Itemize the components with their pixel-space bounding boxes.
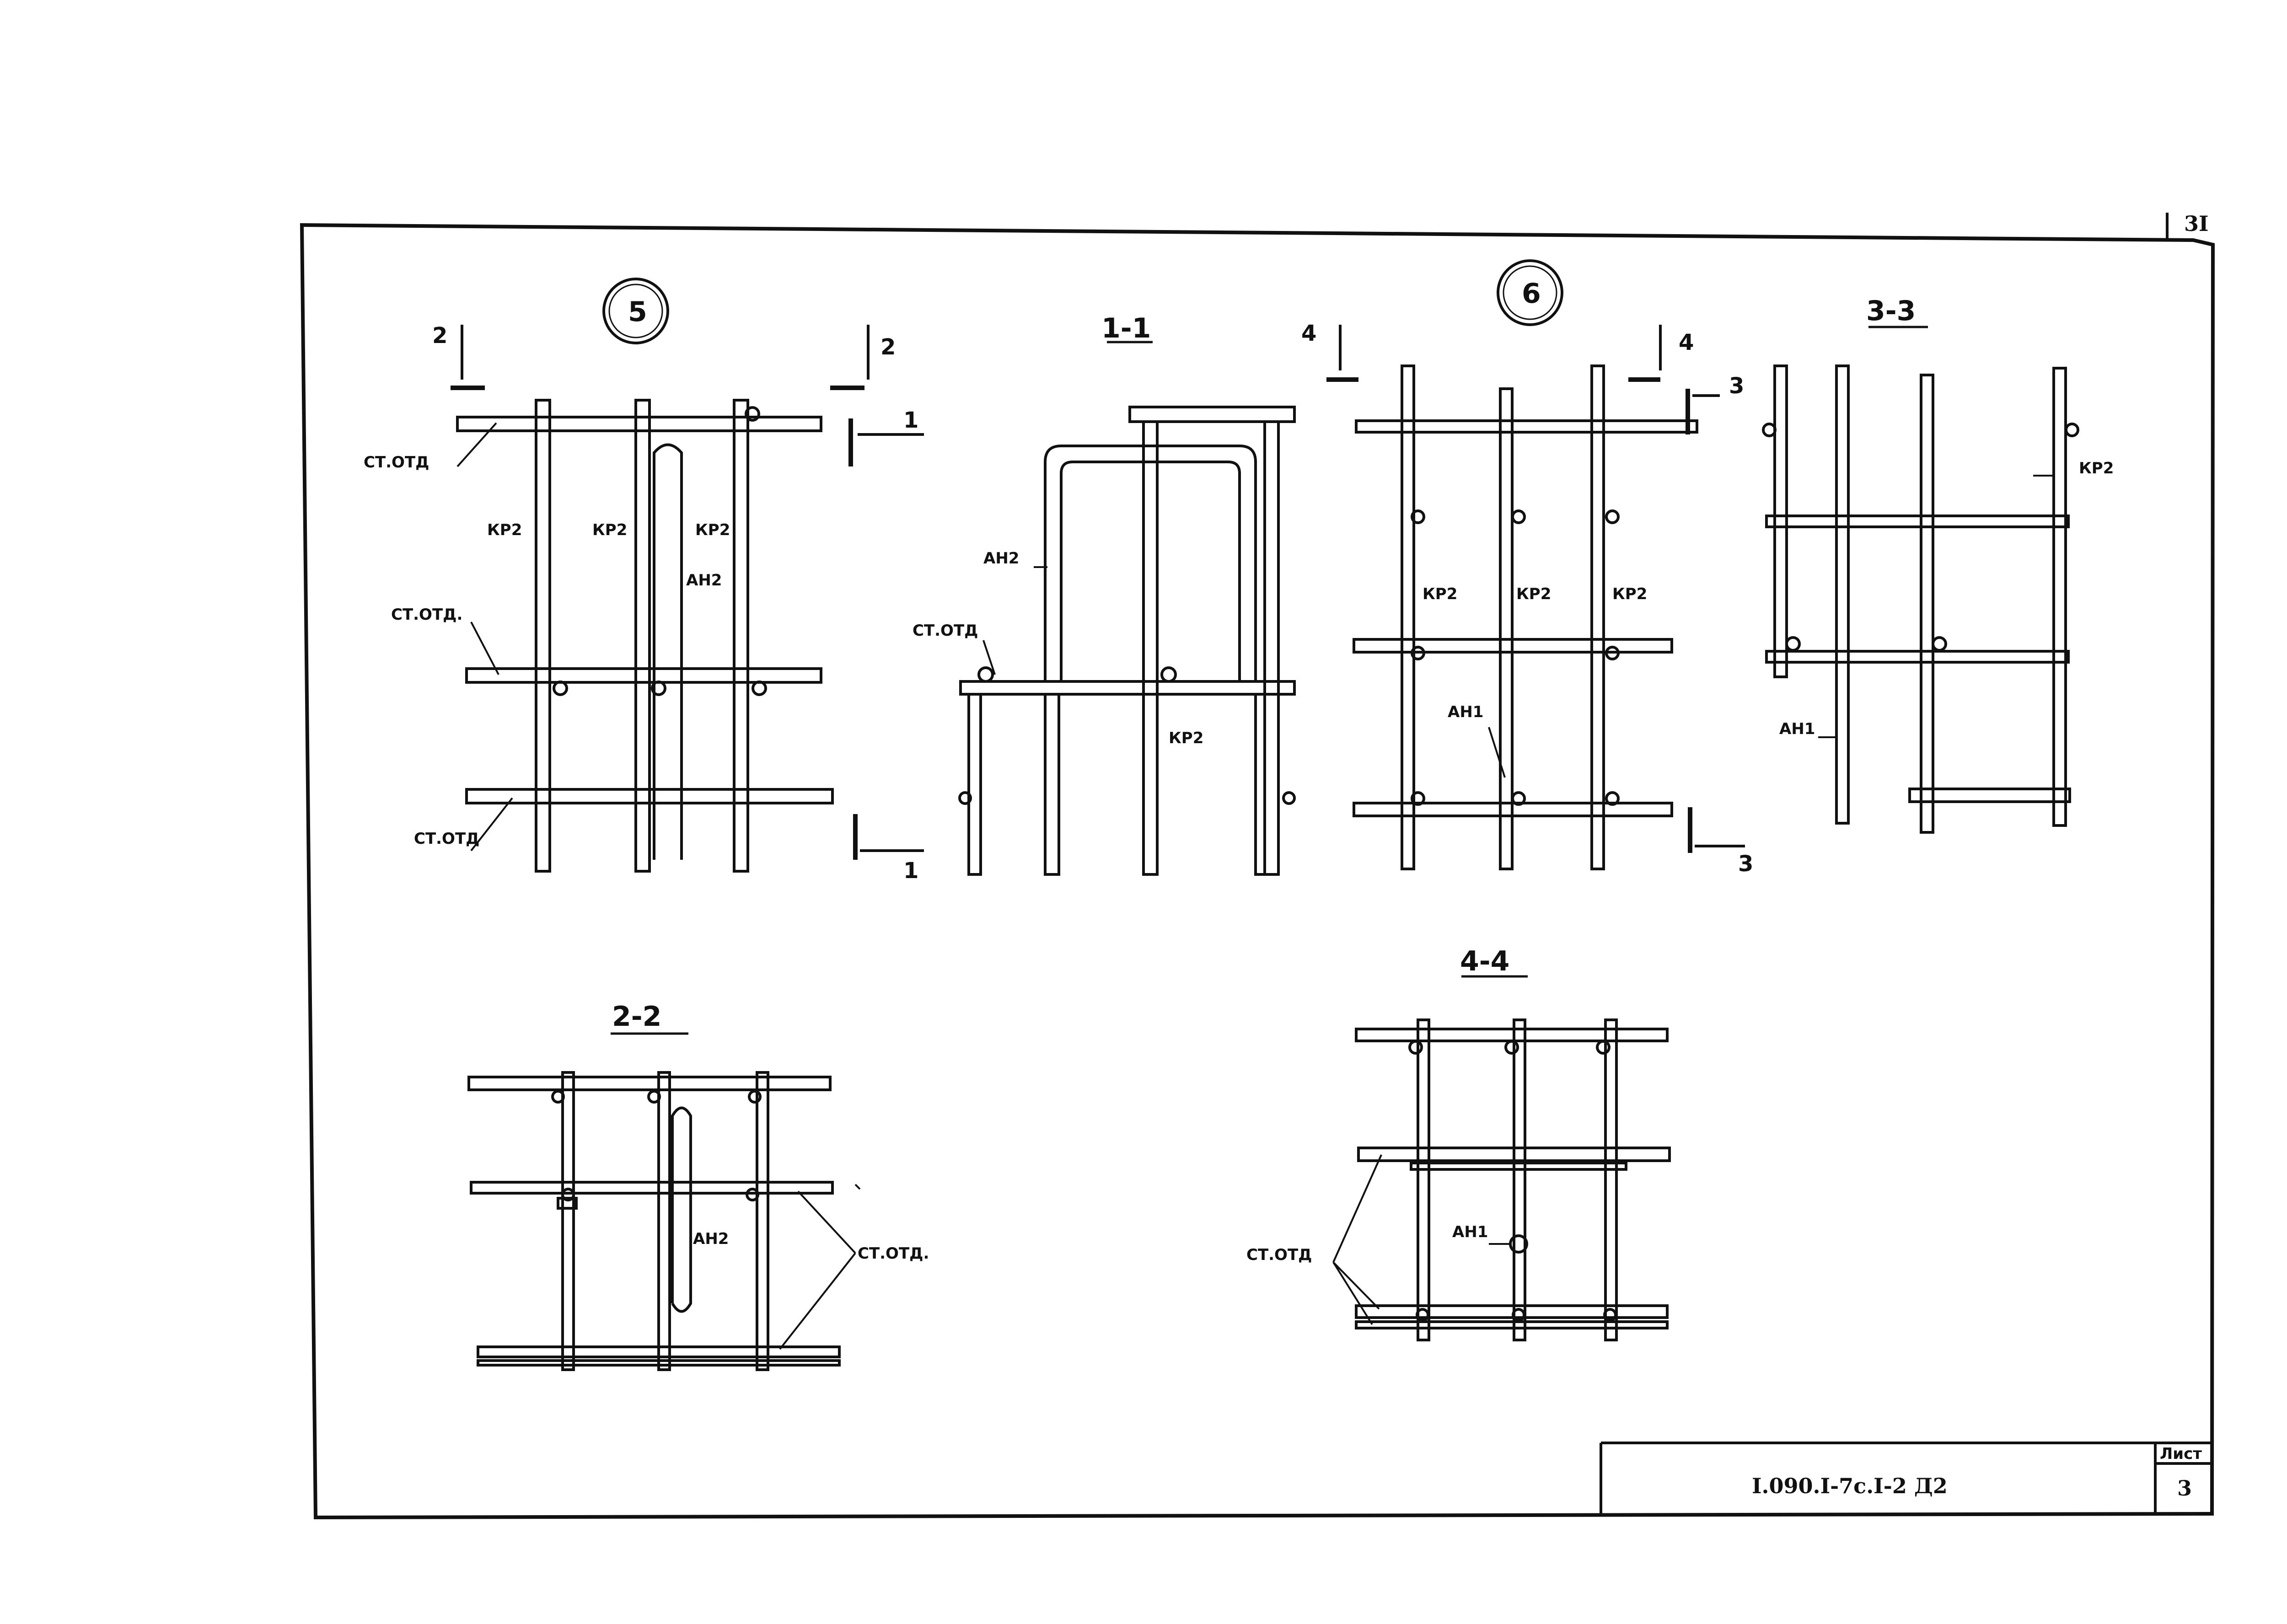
label-kr2-6c: КР2 <box>1612 585 1647 603</box>
label-an1-6: АН1 <box>1448 703 1483 721</box>
callout-circle-6 <box>1497 259 1563 326</box>
section-title-2-2: 2-2 <box>612 1001 661 1033</box>
cut-mark-1b: 1 <box>903 858 918 884</box>
sheet-frame <box>300 213 2215 1520</box>
section-1-1 <box>958 341 1296 876</box>
label-kr2-6b: КР2 <box>1516 585 1551 603</box>
sheet-number: 3 <box>2177 1476 2192 1501</box>
section-title-1-1: 1-1 <box>1101 312 1151 344</box>
label-st-otd-22: СТ.ОТД. <box>858 1244 929 1263</box>
label-an2-22: АН2 <box>693 1230 729 1248</box>
label-kr2-5b: КР2 <box>592 521 627 539</box>
cut-mark-4b: 4 <box>1679 330 1694 355</box>
label-an1-33: АН1 <box>1779 720 1815 738</box>
cut-mark-2b: 2 <box>880 334 896 360</box>
section-title-3-3: 3-3 <box>1866 295 1916 327</box>
label-st-otd-5a: СТ.ОТД <box>364 453 429 472</box>
label-an1-44: АН1 <box>1452 1223 1488 1241</box>
label-kr2-5a: КР2 <box>487 521 522 539</box>
view-5 <box>451 278 924 873</box>
section-2-2 <box>467 1032 861 1371</box>
callout-6: 6 <box>1522 278 1541 310</box>
sheet-label: Лист <box>2160 1445 2202 1463</box>
label-an2-5: АН2 <box>686 571 722 590</box>
label-st-otd-5c: СТ.ОТД <box>414 830 479 848</box>
view-6 <box>1326 259 1745 870</box>
callout-5: 5 <box>628 296 647 328</box>
cut-mark-2a: 2 <box>432 323 447 348</box>
page-number: 3I <box>2184 211 2209 236</box>
cut-mark-3a: 3 <box>1729 373 1744 399</box>
section-4-4 <box>1332 975 1671 1341</box>
label-kr2-6a: КР2 <box>1423 585 1457 603</box>
cut-mark-4a: 4 <box>1301 321 1316 346</box>
section-title-4-4: 4-4 <box>1460 945 1509 977</box>
label-kr2-11: КР2 <box>1169 729 1203 747</box>
label-st-otd-44: СТ.ОТД <box>1246 1246 1312 1264</box>
title-block <box>1600 1442 2212 1515</box>
label-kr2-5c: КР2 <box>695 521 730 539</box>
label-st-otd-11: СТ.ОТД <box>913 622 978 640</box>
doc-code: I.090.I-7c.I-2 Д2 <box>1752 1474 1948 1498</box>
section-3-3 <box>1762 326 2079 834</box>
label-kr2-33: КР2 <box>2079 459 2114 477</box>
callout-circle-5 <box>602 278 669 344</box>
label-an2-11: АН2 <box>983 549 1019 568</box>
label-st-otd-5b: СТ.ОТД. <box>391 606 462 624</box>
cut-mark-3b: 3 <box>1738 851 1753 877</box>
cut-mark-1a: 1 <box>903 407 918 433</box>
